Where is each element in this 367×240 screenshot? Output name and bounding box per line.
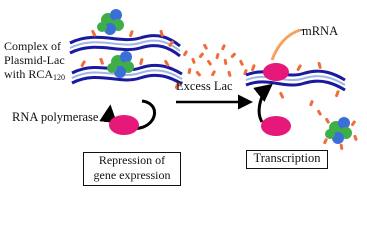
lac-sugars-free-right	[309, 100, 322, 116]
mrna-strand	[270, 28, 301, 61]
complex-label-line2: Plasmid-Lac	[4, 53, 65, 67]
mrna-label: mRNA	[302, 24, 339, 38]
excess-lac-cloud	[183, 43, 248, 77]
rna-polymerase-label: RNA polymerase	[12, 110, 99, 124]
rca120-lectin-bottom	[107, 51, 134, 78]
rna-polymerase-right	[261, 116, 291, 136]
rna-polymerase-left	[109, 115, 139, 135]
complex-label-line3: with RCA120	[4, 67, 66, 82]
diagram-canvas: Complex of Plasmid-Lac with RCA120 RNA p…	[4, 9, 358, 186]
repression-line1: Repression of	[98, 153, 166, 167]
transcription-curved-arrow	[253, 83, 273, 123]
rca120-lectin-top	[97, 9, 124, 35]
excess-lac-label: Excess Lac	[176, 79, 233, 93]
transcription-box: Transcription	[246, 150, 328, 169]
repression-line2: gene expression	[93, 168, 171, 182]
lac-sugars-left	[80, 29, 180, 90]
plasmid-dna-left	[69, 34, 183, 86]
plasmid-dna-right	[245, 69, 346, 92]
complex-label: Complex of Plasmid-Lac with RCA120	[4, 39, 66, 82]
rna-polymerase-transcribing	[263, 63, 289, 81]
repression-box: Repression of gene expression	[83, 152, 181, 186]
free-rca120-lectin	[323, 117, 358, 150]
lac-sugars-right	[251, 61, 340, 99]
complex-label-line1: Complex of	[4, 39, 61, 53]
diagram-artwork	[69, 9, 358, 150]
